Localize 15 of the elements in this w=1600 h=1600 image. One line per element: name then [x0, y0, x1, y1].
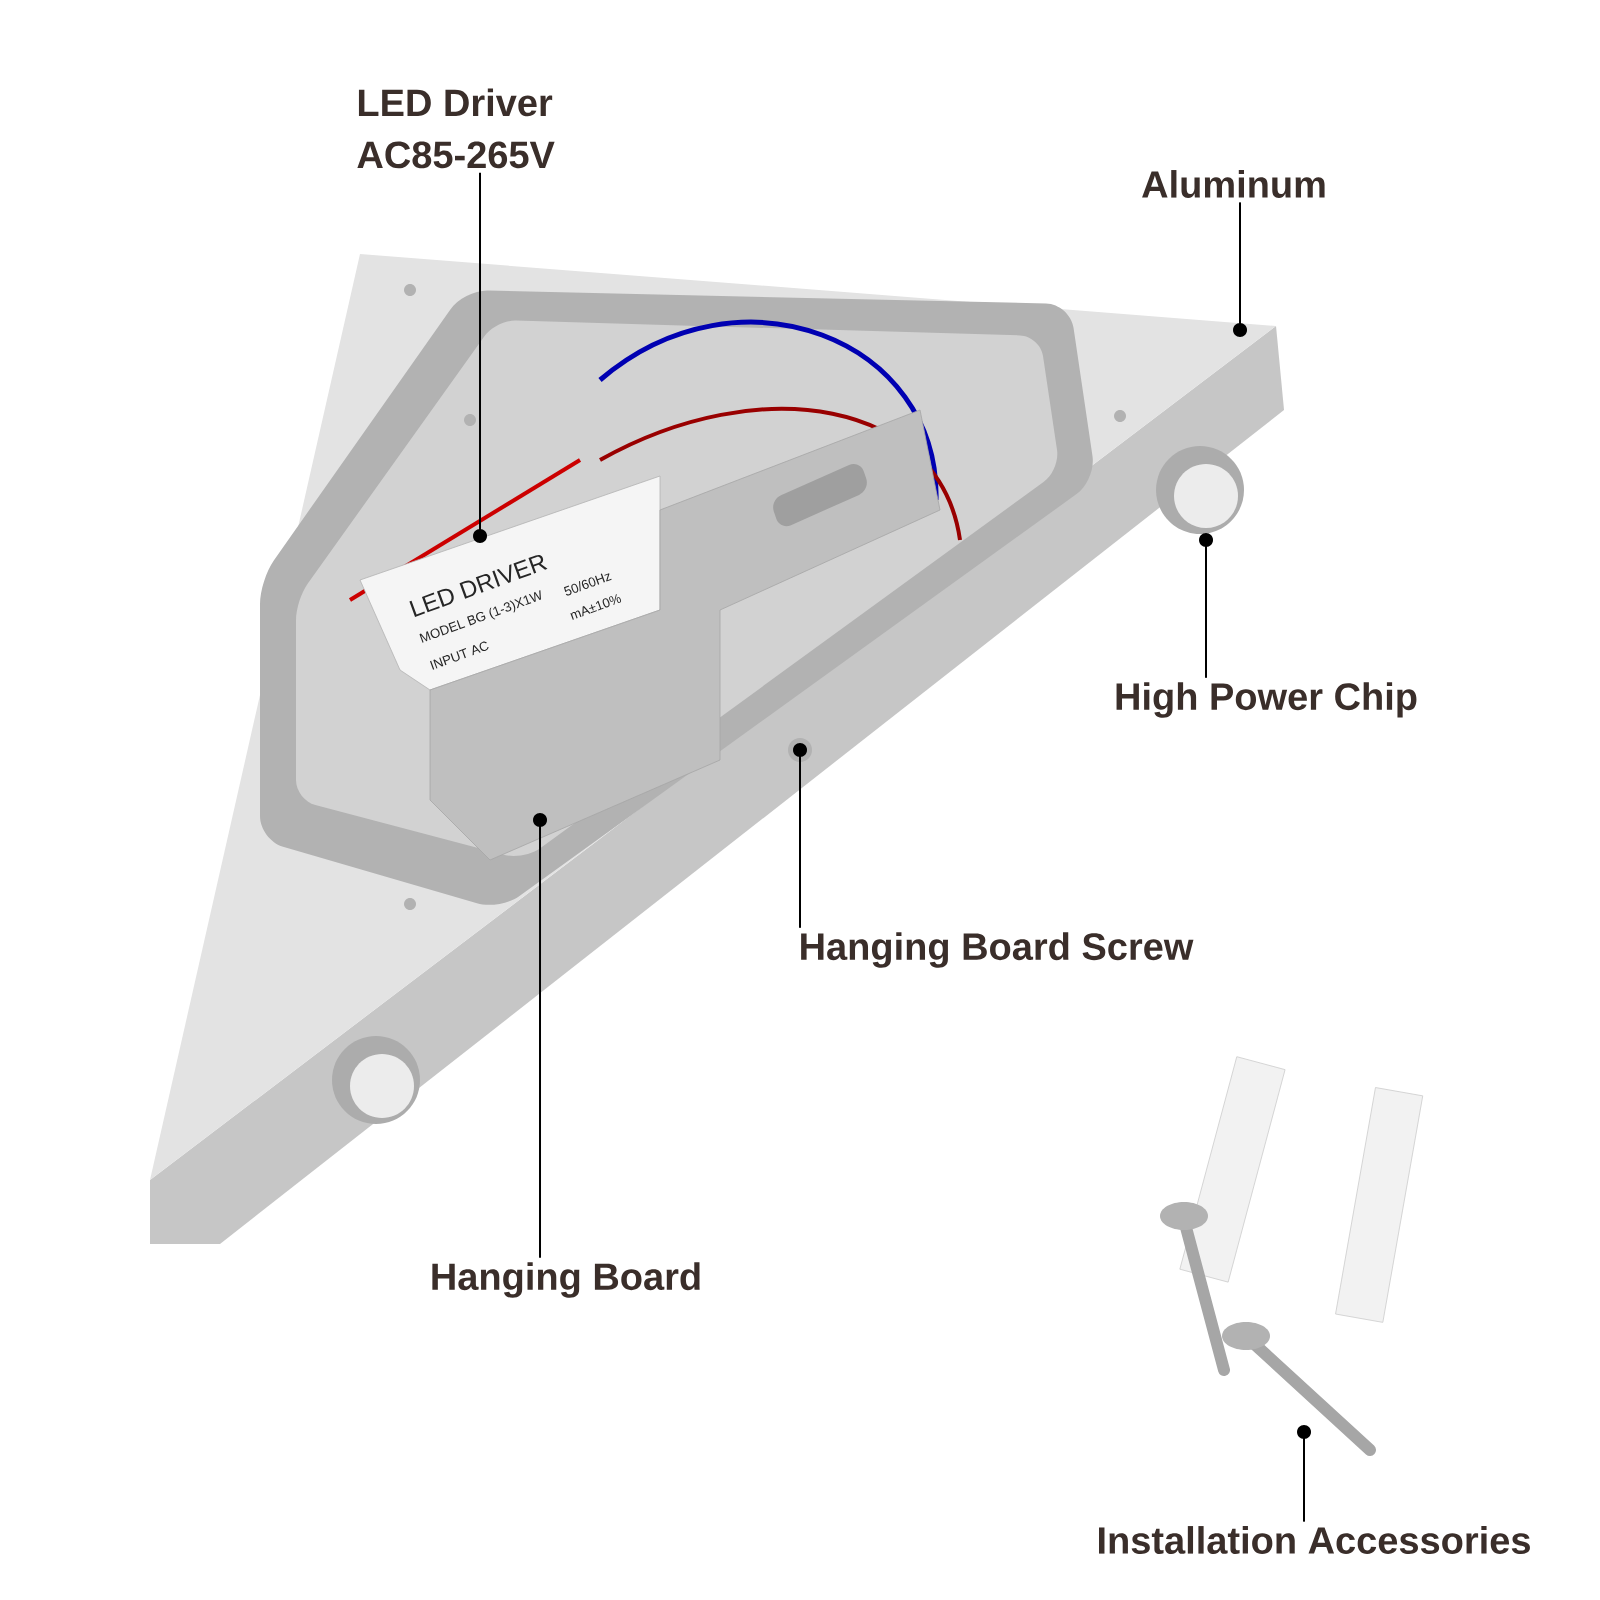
- leader-line: [1297, 1425, 1311, 1523]
- callout-label: High Power Chip: [1116, 682, 1417, 718]
- leader-line: [1199, 533, 1213, 679]
- callout-label: LED Driver AC85-265V: [357, 88, 555, 169]
- callout-label: Hanging Board: [432, 1262, 700, 1298]
- callout-label: Aluminum: [1142, 170, 1325, 198]
- leader-line: [473, 171, 487, 543]
- callout-label: Installation Accessories: [1099, 1526, 1530, 1554]
- installation-accessories-drawing: [1160, 1056, 1424, 1456]
- callout-label: Hanging Board Screw: [801, 932, 1194, 968]
- led-driver-drawing: [359, 475, 661, 691]
- leader-line: [533, 813, 547, 1259]
- leader-line: [1233, 201, 1247, 337]
- led-chip-drawing: [1156, 446, 1244, 534]
- leader-line: [793, 743, 807, 929]
